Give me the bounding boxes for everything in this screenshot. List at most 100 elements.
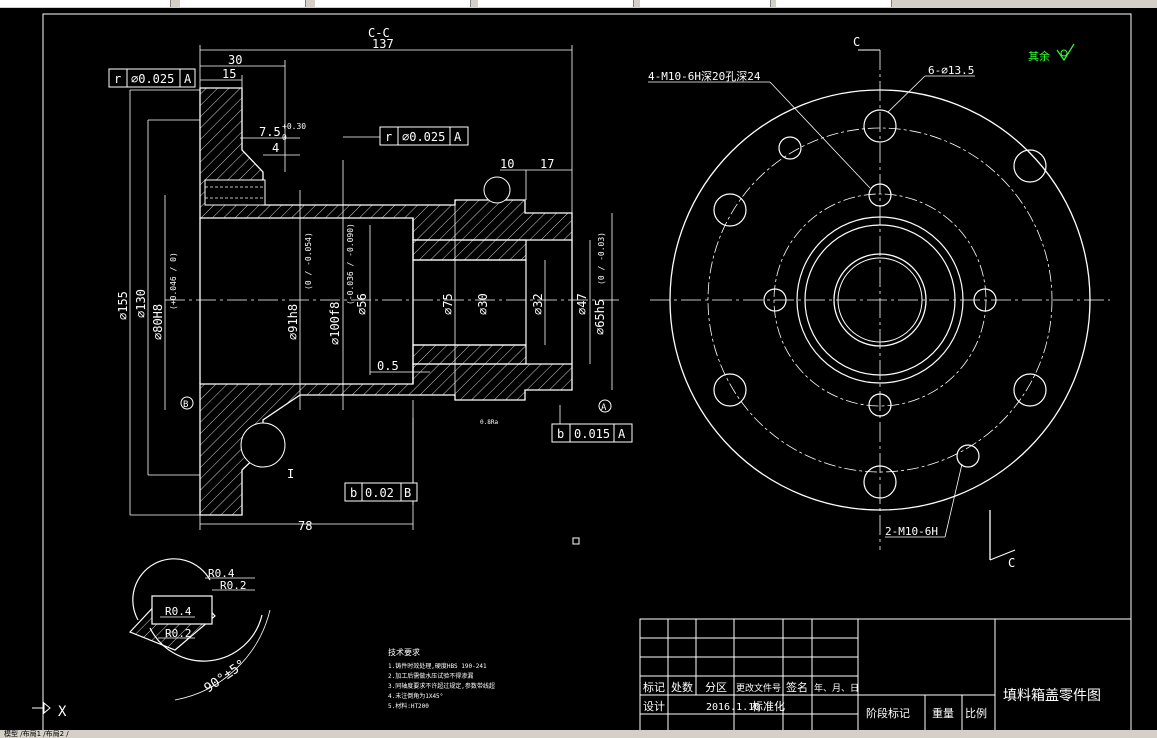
holes-callout: 4-M10-6H深20孔深24 [648,70,761,83]
svg-text:A: A [454,130,462,144]
color-dropdown[interactable] [180,0,306,7]
two-holes-callout: 2-M10-6H [885,525,938,538]
dim-30: 30 [228,53,242,67]
svg-text:0.02: 0.02 [365,486,394,500]
tb-sign: 签名 [786,680,808,694]
dim-dia80-tol: (+0.046 / 0) [169,252,178,310]
tolerance-frame: b 0.015 A [551,423,633,443]
detail-angle: 90°±5° [202,657,249,696]
dim-7-5: 7.5 [259,125,281,139]
svg-text:A: A [618,427,626,441]
dim-dia155: ⌀155 [116,291,130,320]
detail-circle-bottom [240,422,286,468]
style-dropdown[interactable] [776,0,892,7]
tb-date: 年、月、日 [814,682,859,694]
dim-15: 15 [222,67,236,81]
dim-10: 10 [500,157,514,171]
layout-tabs[interactable]: 模型 /布局1 /布局2 / [0,730,1157,738]
notes-line: 3.同轴度要求不许超过规定,参数带线超 [388,682,495,690]
grip-point[interactable] [572,537,580,545]
detail-r02b: R0.2 [165,627,192,640]
roughness-symbol-icon [1056,43,1075,62]
tolerance-frame: r ⌀0.025 A [108,68,196,88]
dim-dia47: ⌀47 [575,293,589,315]
tolerance-frame: r ⌀0.025 A [379,126,469,146]
svg-text:A: A [184,72,192,86]
tech-notes: 技术要求 1.铸件时效处理,硬度HBS 190-241 2.加工后需做水压试验不… [388,647,495,710]
dim-dia130: ⌀130 [134,289,148,318]
detail-circle-top [483,176,511,204]
ucs-icon: X [32,701,67,720]
tb-weight: 重量 [932,706,954,720]
svg-text:⌀0.025: ⌀0.025 [131,72,174,86]
notes-line: 5.材料:HT200 [388,702,429,710]
dim-0-5: 0.5 [377,359,399,373]
dim-dia91-tol: (0 / -0.054) [304,232,313,290]
detail-r04b: R0.4 [165,605,192,618]
notes-line: 4.未注倒角为1X45° [388,692,443,700]
dim-17: 17 [540,157,554,171]
linetype-dropdown[interactable] [315,0,471,7]
six-holes-callout: 6-⌀13.5 [928,64,974,77]
title-block-text: 标记 处数 分区 更改文件号 签名 年、月、日 设计 2016.1.16 标准化… [643,680,1101,720]
tb-standardize: 标准化 [752,699,785,713]
title-block [639,618,1132,733]
tb-scale: 比例 [965,706,987,720]
small-ra-label: 0.8Ra [480,419,498,426]
svg-text:b: b [350,486,357,500]
datum-b-label: B [183,400,188,410]
dim-dia32: ⌀32 [531,293,545,315]
detail-r02a: R0.2 [220,579,247,592]
datum-a-marker [598,399,612,413]
tb-count: 处数 [671,681,693,694]
plotstyle-dropdown[interactable] [640,0,771,7]
dim-dia30: ⌀30 [476,293,490,315]
section-view: C-C 137 30 15 7.5 +0.30 0 4 10 17 78 0.5… [108,26,633,533]
toolbar-strip [0,0,1157,8]
rest-roughness: 其余 [1028,49,1050,63]
dim-dia65: ⌀65h5 [593,299,607,335]
dim-tol-zero: 0 [282,133,287,142]
tb-zone: 分区 [705,681,727,694]
section-c-top: C [853,35,860,49]
tb-date-value: 2016.1.16 [706,702,760,713]
thread-hole [204,179,266,206]
dim-dia91: ⌀91h8 [286,304,300,340]
hub-hatch-mid-top [412,239,527,261]
section-c-bottom: C [1008,556,1015,570]
svg-text:B: B [404,486,411,500]
notes-line: 2.加工后需做水压试验不得渗漏 [388,672,473,680]
datum-a-label: A [601,403,607,413]
svg-text:0.015: 0.015 [574,427,610,441]
tb-stage: 阶段标记 [866,706,910,720]
tb-docno: 更改文件号 [736,682,781,694]
dim-78: 78 [298,519,312,533]
tb-design: 设计 [643,700,665,713]
detail-label: I [287,467,294,481]
notes-line: 1.铸件时效处理,硬度HBS 190-241 [388,662,487,670]
section-title: C-C [368,26,390,40]
dim-dia100-tol: (-0.036 / -0.090) [346,223,355,305]
dim-dia65-tol: (0 / -0.03) [597,232,606,285]
dim-overall-length: 137 [372,37,394,51]
dim-tol-plus: +0.30 [282,122,306,131]
tb-mark: 标记 [643,680,665,694]
datum-b-marker [180,396,194,410]
hub-hatch-mid-bottom [412,344,527,365]
tb-drawing-name: 填料箱盖零件图 [1003,688,1101,704]
tolerance-frame: b 0.02 B [344,482,418,502]
dim-dia80: ⌀80H8 [151,304,165,340]
flange-hatch-top [199,87,573,241]
dim-dia75: ⌀75 [441,293,455,315]
layout-tabs-label[interactable]: 模型 /布局1 /布局2 / [4,730,69,738]
lineweight-dropdown[interactable] [478,0,634,7]
layer-dropdown[interactable] [0,0,171,7]
svg-text:r: r [385,130,392,144]
detail-view: R0.4 R0.2 R0.4 R0.2 90°±5° [128,558,271,701]
dim-dia56: ⌀56 [355,293,369,315]
front-view: C C 4-M10-6H深20孔深24 6-⌀13.5 2-M10-6H 其余 [648,35,1110,570]
dim-dia100: ⌀100f8 [328,302,342,345]
svg-text:b: b [557,427,564,441]
svg-text:X: X [58,704,67,720]
